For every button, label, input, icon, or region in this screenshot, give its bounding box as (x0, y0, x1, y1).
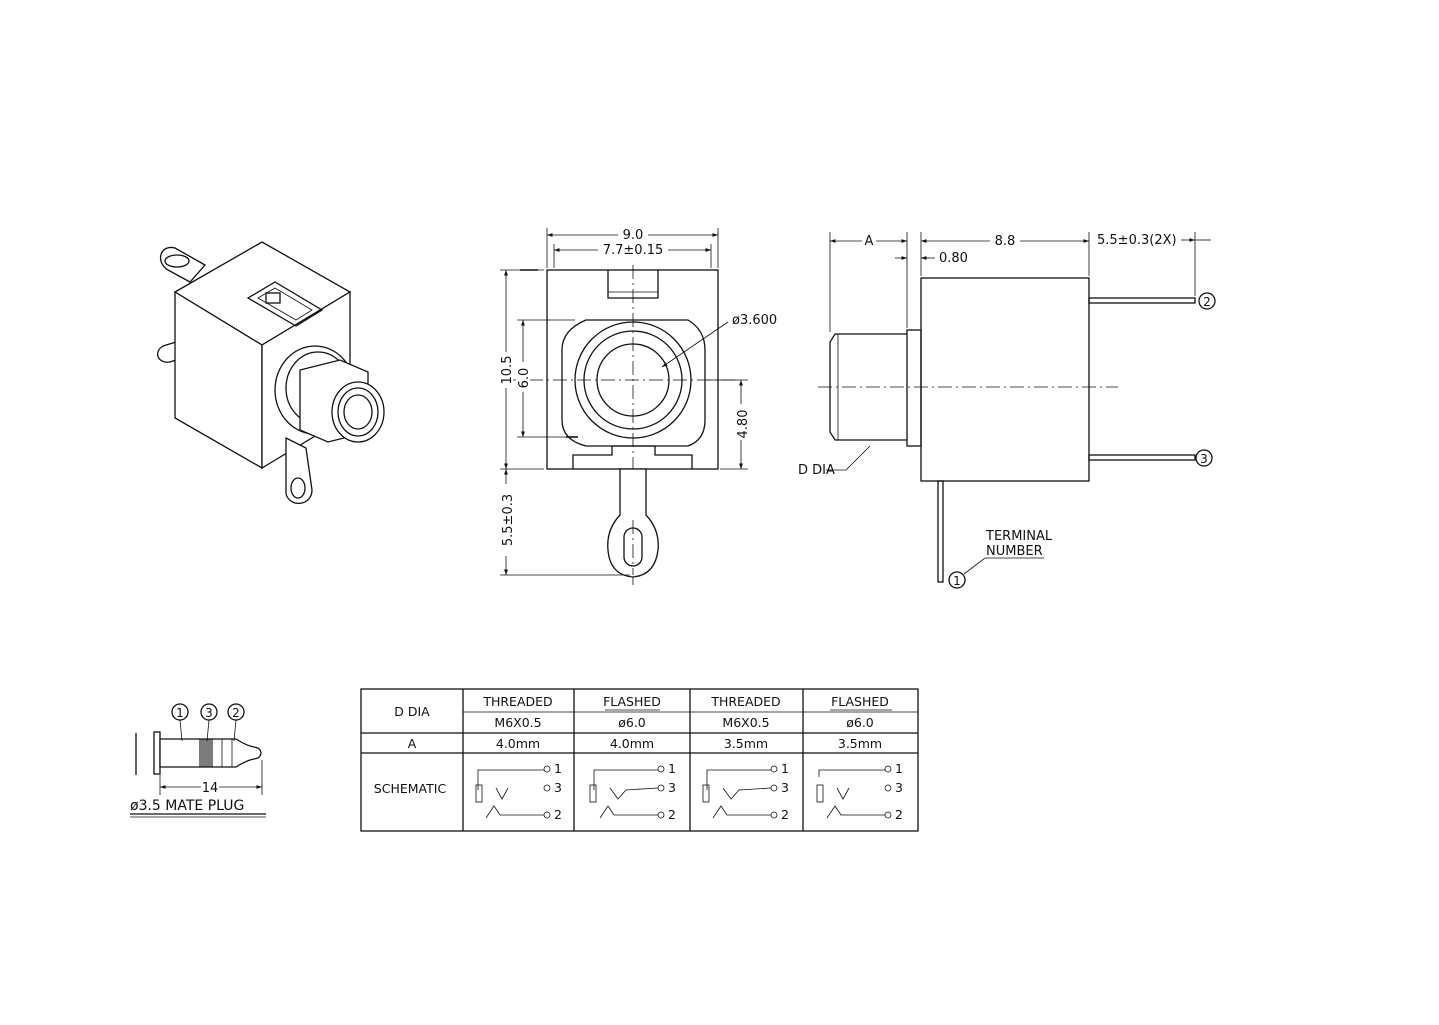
plug-caption: ø3.5 MATE PLUG (130, 798, 244, 814)
dim-hole-dia: ø3.600 (732, 313, 777, 328)
schematic-4: 1 3 2 (816, 761, 903, 822)
plug-label-3: 3 (205, 706, 213, 720)
dim-width-7-7: 7.7±0.15 (603, 243, 664, 258)
schem4-pin1: 1 (895, 761, 903, 776)
front-view: 9.0 7.7±0.15 ø3.600 10.5 6.0 4.80 5.5±0.… (499, 227, 777, 585)
col3-a: 3.5mm (724, 736, 768, 751)
col1-type: THREADED (482, 694, 552, 709)
schem2-pin3: 3 (668, 780, 676, 795)
schematic-3: 1 3 2 (702, 761, 789, 822)
terminal-3-label: 3 (1200, 452, 1208, 466)
schem2-pin1: 1 (668, 761, 676, 776)
col1-a: 4.0mm (496, 736, 540, 751)
dim-side-pin: 5.5±0.3(2X) (1097, 233, 1177, 248)
row-header-schematic: SCHEMATIC (374, 781, 447, 796)
dim-side-a: A (865, 234, 874, 249)
schematic-1: 1 3 2 (475, 761, 562, 822)
dim-lug-5-5: 5.5±0.3 (501, 494, 516, 546)
plug-length: 14 (202, 781, 219, 796)
isometric-view (157, 241, 385, 504)
schem4-pin3: 3 (895, 780, 903, 795)
dim-side-0-8: 0.80 (939, 251, 968, 266)
col3-type: THREADED (710, 694, 780, 709)
plug-label-2: 2 (232, 706, 240, 720)
row-header-d-dia: D DIA (394, 704, 430, 719)
terminal-1-label: 1 (953, 574, 961, 588)
col4-type: FLASHED (831, 694, 889, 709)
schem1-pin1: 1 (554, 761, 562, 776)
row-header-a: A (408, 736, 417, 751)
dim-width-9: 9.0 (623, 228, 644, 243)
col1-spec: M6X0.5 (494, 715, 541, 730)
col4-spec: ø6.0 (846, 715, 874, 730)
mate-plug: 1 3 2 14 ø3.5 MATE PLUG (130, 703, 266, 818)
schem2-pin2: 2 (668, 807, 676, 822)
dim-height-6: 6.0 (517, 368, 532, 389)
side-view: 2 3 1 TERMINAL NUMBER D DIA A 8.8 0.80 5… (798, 232, 1216, 589)
schem1-pin3: 3 (554, 780, 562, 795)
dim-height-4-8: 4.80 (736, 410, 751, 439)
schem3-pin1: 1 (781, 761, 789, 776)
dim-side-8-8: 8.8 (995, 234, 1016, 249)
schem1-pin2: 2 (554, 807, 562, 822)
schematic-2: 1 3 2 (589, 761, 676, 822)
col2-spec: ø6.0 (618, 715, 646, 730)
plug-label-1: 1 (176, 706, 184, 720)
schem4-pin2: 2 (895, 807, 903, 822)
terminal-2-label: 2 (1203, 295, 1211, 309)
d-dia-label: D DIA (798, 463, 835, 478)
spec-table: D DIA A SCHEMATIC THREADED M6X0.5 4.0mm … (360, 688, 919, 832)
col2-type: FLASHED (603, 694, 661, 709)
terminal-number-text-2: NUMBER (986, 544, 1043, 559)
dim-height-10-5: 10.5 (500, 356, 515, 385)
terminal-number-text-1: TERMINAL (985, 529, 1053, 544)
schem3-pin3: 3 (781, 780, 789, 795)
schem3-pin2: 2 (781, 807, 789, 822)
col2-a: 4.0mm (610, 736, 654, 751)
col3-spec: M6X0.5 (722, 715, 769, 730)
col4-a: 3.5mm (838, 736, 882, 751)
